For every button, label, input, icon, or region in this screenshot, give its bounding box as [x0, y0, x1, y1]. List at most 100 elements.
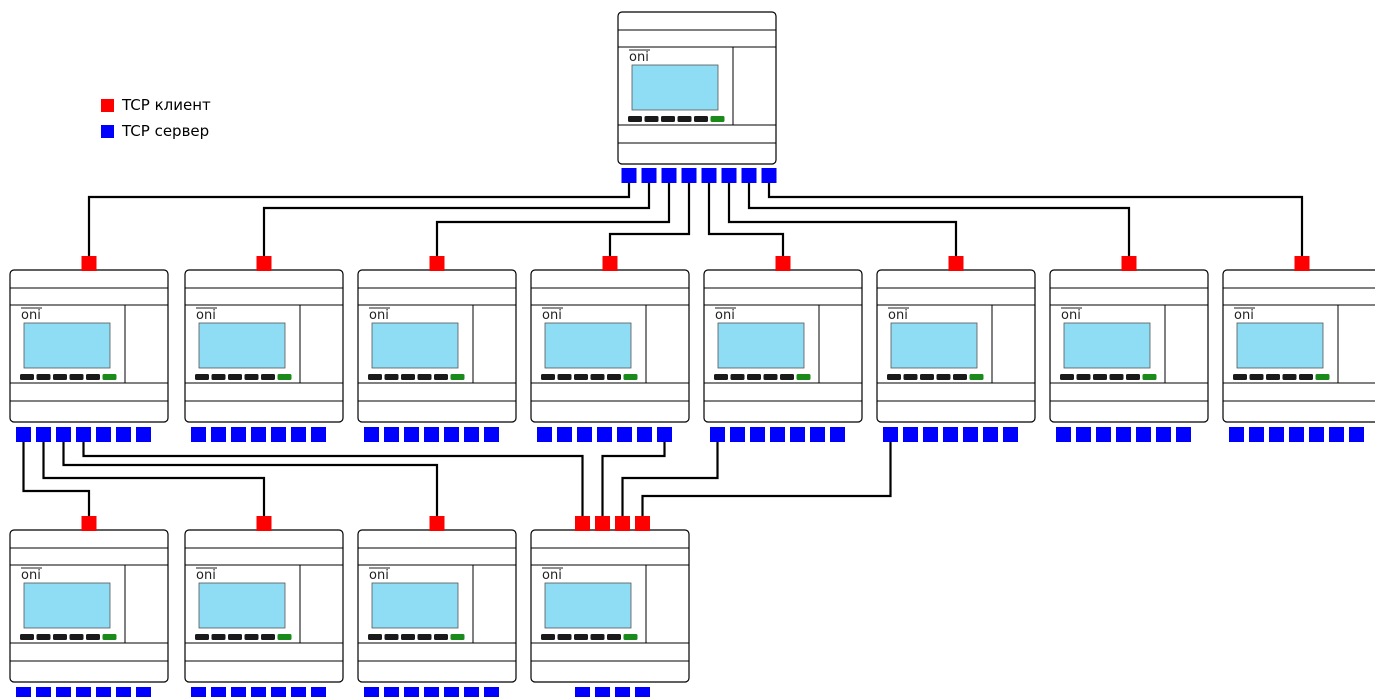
server-port [136, 427, 151, 442]
function-key [1266, 374, 1280, 380]
plc-device: oni [530, 256, 690, 442]
server-port [983, 427, 998, 442]
legend-label-server: TCP сервер [122, 122, 210, 140]
server-port [537, 427, 552, 442]
function-key [384, 374, 399, 380]
function-key [607, 634, 621, 640]
server-port [384, 687, 399, 697]
server-port [637, 427, 652, 442]
function-key [1233, 374, 1247, 380]
function-key [747, 374, 761, 380]
plc-device: oni [357, 256, 517, 442]
server-port [750, 427, 765, 442]
function-key [401, 374, 415, 380]
server-port [384, 427, 399, 442]
server-port [1136, 427, 1151, 442]
link-wire [601, 442, 666, 516]
server-port [1249, 427, 1264, 442]
client-port [256, 516, 272, 531]
device-brand-label: oni [1061, 308, 1081, 323]
device-brand-label: oni [715, 308, 735, 323]
status-led-active [623, 634, 638, 640]
function-key [244, 634, 259, 640]
server-port [741, 168, 757, 183]
server-port [96, 427, 111, 442]
server-port [1329, 427, 1344, 442]
legend-label-client: TCP клиент [122, 96, 211, 114]
server-port [251, 687, 266, 697]
server-port [577, 427, 592, 442]
server-port [923, 427, 938, 442]
server-port [136, 687, 151, 697]
server-port [790, 427, 805, 442]
device-brand-label: oni [542, 568, 562, 583]
plc-device: oni [9, 256, 169, 442]
link-wire [608, 183, 691, 256]
server-port [56, 687, 71, 697]
function-key [261, 374, 275, 380]
function-key [574, 374, 588, 380]
lcd-screen [23, 582, 111, 629]
link-wire [62, 442, 439, 516]
server-port [635, 687, 650, 697]
client-port [595, 516, 610, 531]
client-port [256, 256, 272, 271]
function-key [644, 116, 659, 122]
function-key [36, 634, 51, 640]
function-key [195, 634, 209, 640]
status-led-active [1142, 374, 1157, 380]
function-key [20, 374, 34, 380]
server-port [661, 168, 677, 183]
client-port [81, 516, 97, 531]
function-key [69, 374, 84, 380]
lcd-screen [371, 322, 459, 369]
link-wire [767, 183, 1304, 256]
link-wire [727, 183, 958, 256]
server-port [464, 427, 479, 442]
device-brand-label: oni [21, 568, 41, 583]
plc-device: oni [703, 256, 863, 442]
server-port [444, 427, 459, 442]
server-port [16, 427, 31, 442]
server-port [770, 427, 785, 442]
server-port [484, 687, 499, 697]
client-port [775, 256, 791, 271]
server-port [721, 168, 737, 183]
function-key [261, 634, 275, 640]
server-port [1269, 427, 1284, 442]
server-port [116, 687, 131, 697]
link-wire [621, 442, 719, 516]
function-key [434, 374, 448, 380]
function-key [903, 374, 918, 380]
function-key [211, 634, 226, 640]
function-key [1249, 374, 1264, 380]
plc-device: oni [617, 11, 777, 183]
function-key [1060, 374, 1074, 380]
function-key [590, 374, 605, 380]
function-key [211, 374, 226, 380]
device-brand-label: oni [629, 50, 649, 65]
server-port [963, 427, 978, 442]
function-key [628, 116, 642, 122]
lcd-screen [544, 582, 632, 629]
lcd-screen [1063, 322, 1151, 369]
server-port [641, 168, 657, 183]
server-port [211, 687, 226, 697]
function-key [53, 634, 67, 640]
function-key [417, 374, 432, 380]
client-port [1294, 256, 1310, 271]
function-key [677, 116, 692, 122]
lcd-screen [198, 582, 286, 629]
server-swatch [101, 124, 114, 138]
server-port [1003, 427, 1018, 442]
server-port [191, 427, 206, 442]
server-port [364, 427, 379, 442]
lcd-screen [1236, 322, 1324, 369]
server-port [291, 427, 306, 442]
link-wire [262, 183, 651, 256]
server-port [681, 168, 697, 183]
lcd-screen [198, 322, 286, 369]
lcd-screen [371, 582, 459, 629]
function-key [244, 374, 259, 380]
